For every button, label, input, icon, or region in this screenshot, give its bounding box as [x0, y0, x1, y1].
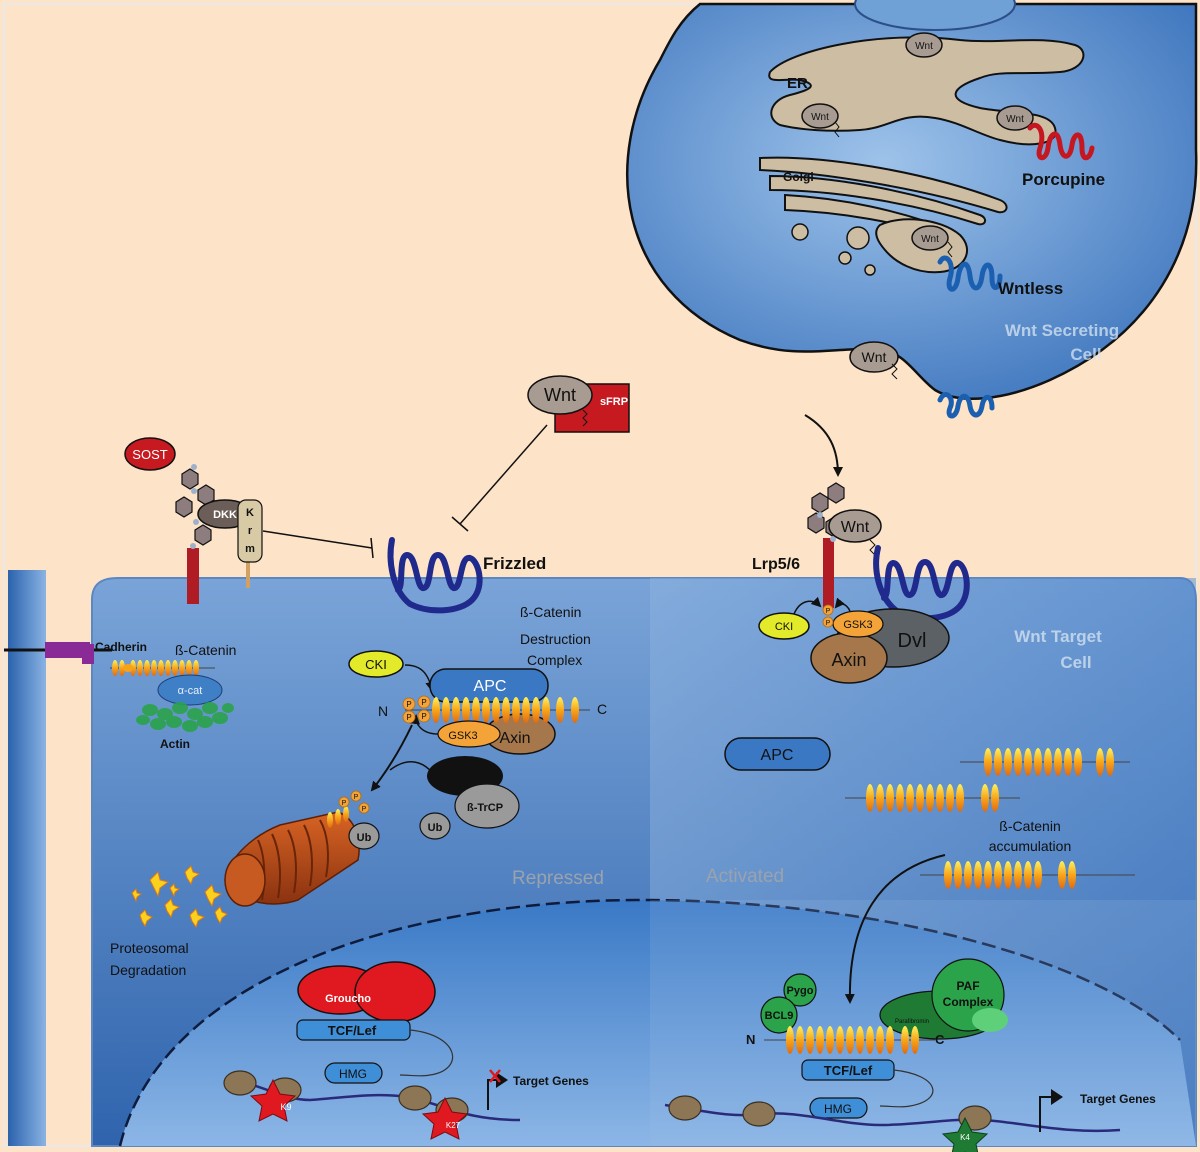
wntless-label: Wntless — [998, 279, 1063, 298]
destruction-complex-label: Destruction — [520, 631, 591, 647]
pygo-label: Pygo — [787, 985, 814, 997]
axin-label: Axin — [831, 650, 866, 670]
p-label: P — [421, 698, 426, 707]
proteasome: P P P Ub Proteosomal Degradation — [110, 790, 380, 978]
krm-label: r — [248, 525, 253, 537]
repressed-transcription: Groucho TCF/Lef HMG K9 K27 Target Genes — [223, 961, 589, 1140]
hmg-label: HMG — [339, 1067, 367, 1081]
apc-free: APC — [724, 737, 831, 771]
ub-label: Ub — [357, 832, 372, 844]
k9-label: K9 — [280, 1102, 291, 1112]
golgi-label: Golgi — [783, 170, 814, 184]
apc-label: APC — [474, 678, 507, 695]
axin-label: Axin — [499, 730, 530, 747]
sost-label: SOST — [132, 447, 167, 462]
destruction-complex-label: Complex — [527, 652, 582, 668]
lrp-label: Lrp5/6 — [752, 556, 800, 573]
wntless-membrane-coil — [937, 392, 995, 419]
actin-label: Actin — [160, 737, 190, 751]
wntless-coil — [937, 255, 1003, 292]
apc-label: APC — [761, 747, 794, 764]
p-label: P — [406, 713, 411, 722]
n-terminus-label: N — [746, 1032, 755, 1047]
cki-label: CKI — [775, 621, 793, 633]
ub-label: Ub — [428, 822, 443, 834]
gsk3-label: GSK3 — [448, 730, 477, 742]
gsk3-label: GSK3 — [843, 619, 872, 631]
p-label: P — [362, 806, 367, 813]
paf-label: PAF — [956, 979, 979, 993]
accumulation-label: accumulation — [989, 838, 1072, 854]
p-label: P — [421, 712, 426, 721]
nucleus — [118, 898, 1196, 1147]
p-label: P — [826, 620, 831, 627]
activated-transcription: Pygo BCL9 PAF Complex Parafibromin N C T… — [664, 958, 1156, 1152]
porcupine-label: Porcupine — [1022, 170, 1105, 189]
groucho-label: Groucho — [325, 993, 371, 1005]
target-cell-label: Cell — [1060, 653, 1091, 672]
cki-label: CKI — [365, 657, 387, 672]
wnt-sfrp: Wnt sFRP — [451, 375, 630, 532]
wnt-label: Wnt — [544, 385, 576, 405]
destruction-complex: ß-Catenin Destruction Complex CKI APC Ax… — [348, 604, 607, 792]
tcf-lef-label: TCF/Lef — [824, 1063, 873, 1078]
proteosomal-label: Degradation — [110, 962, 186, 978]
alpha-cat-label: α-cat — [178, 685, 203, 697]
wnt-label: Wnt — [921, 234, 939, 245]
wnt-secreting-cell: Wnt Wnt Wnt Wnt Porcupine ER Golgi Wntle… — [626, 0, 1198, 477]
dvl-label: Dvl — [898, 630, 927, 652]
wnt-label: Wnt — [841, 519, 870, 536]
c-terminus-label: C — [597, 701, 607, 717]
er-label: ER — [787, 75, 808, 92]
sost-dkk-complex: SOST DKK K r m — [124, 437, 374, 604]
tcf-lef-label: TCF/Lef — [328, 1023, 377, 1038]
wnt-label: Wnt — [811, 112, 829, 123]
wnt-label: Wnt — [862, 349, 887, 365]
k4-label: K4 — [960, 1133, 970, 1142]
p-label: P — [354, 794, 359, 801]
destruction-complex-label: ß-Catenin — [520, 604, 581, 620]
secreting-cell-label: Wnt Secreting — [1005, 321, 1119, 340]
b-catenin-label: ß-Catenin — [175, 642, 236, 658]
sfrp-label: sFRP — [600, 396, 628, 408]
bcl9-label: BCL9 — [765, 1010, 794, 1022]
c-terminus-label: C — [935, 1032, 945, 1047]
parafibromin-label: Parafibromin — [895, 1019, 929, 1025]
p-label: P — [342, 800, 347, 807]
n-terminus-label: N — [378, 703, 388, 719]
krm-label: K — [246, 507, 254, 519]
accumulation-label: ß-Catenin — [999, 818, 1060, 834]
p-label: P — [826, 608, 831, 615]
target-genes-label: Target Genes — [1080, 1092, 1156, 1106]
wnt-label: Wnt — [1006, 114, 1024, 125]
frizzled-receptor: Frizzled — [387, 537, 546, 614]
activated-label: Activated — [706, 866, 784, 887]
btrcp-complex: ß-TrCP Ub — [419, 756, 520, 840]
hmg-label: HMG — [824, 1102, 852, 1116]
proteosomal-label: Proteosomal — [110, 940, 189, 956]
target-genes-label: Target Genes — [513, 1074, 589, 1088]
repressed-label: Repressed — [512, 868, 604, 889]
cadherin-label: Cadherin — [95, 640, 147, 654]
paf-label: Complex — [943, 995, 994, 1009]
wnt-label: Wnt — [915, 41, 933, 52]
wnt-receptor-complex: Wnt Lrp5/6 Dvl Axin GSK3 CKI P P — [752, 482, 970, 684]
b-catenin-accumulation: ß-Catenin accumulation — [844, 748, 1135, 1004]
p-label: P — [406, 700, 411, 709]
k27-label: K27 — [446, 1121, 461, 1130]
target-cell-label: Wnt Target — [1014, 627, 1102, 646]
secreting-cell-label: Cell — [1070, 345, 1101, 364]
frizzled-label: Frizzled — [483, 554, 546, 573]
krm-label: m — [245, 543, 255, 555]
dkk-label: DKK — [213, 509, 237, 521]
neighbor-cell — [8, 570, 46, 1146]
adherens-junction: Cadherin ß-Catenin α-cat Actin — [4, 640, 236, 751]
porcupine-coil — [1027, 122, 1095, 161]
btrcp-label: ß-TrCP — [467, 802, 503, 814]
